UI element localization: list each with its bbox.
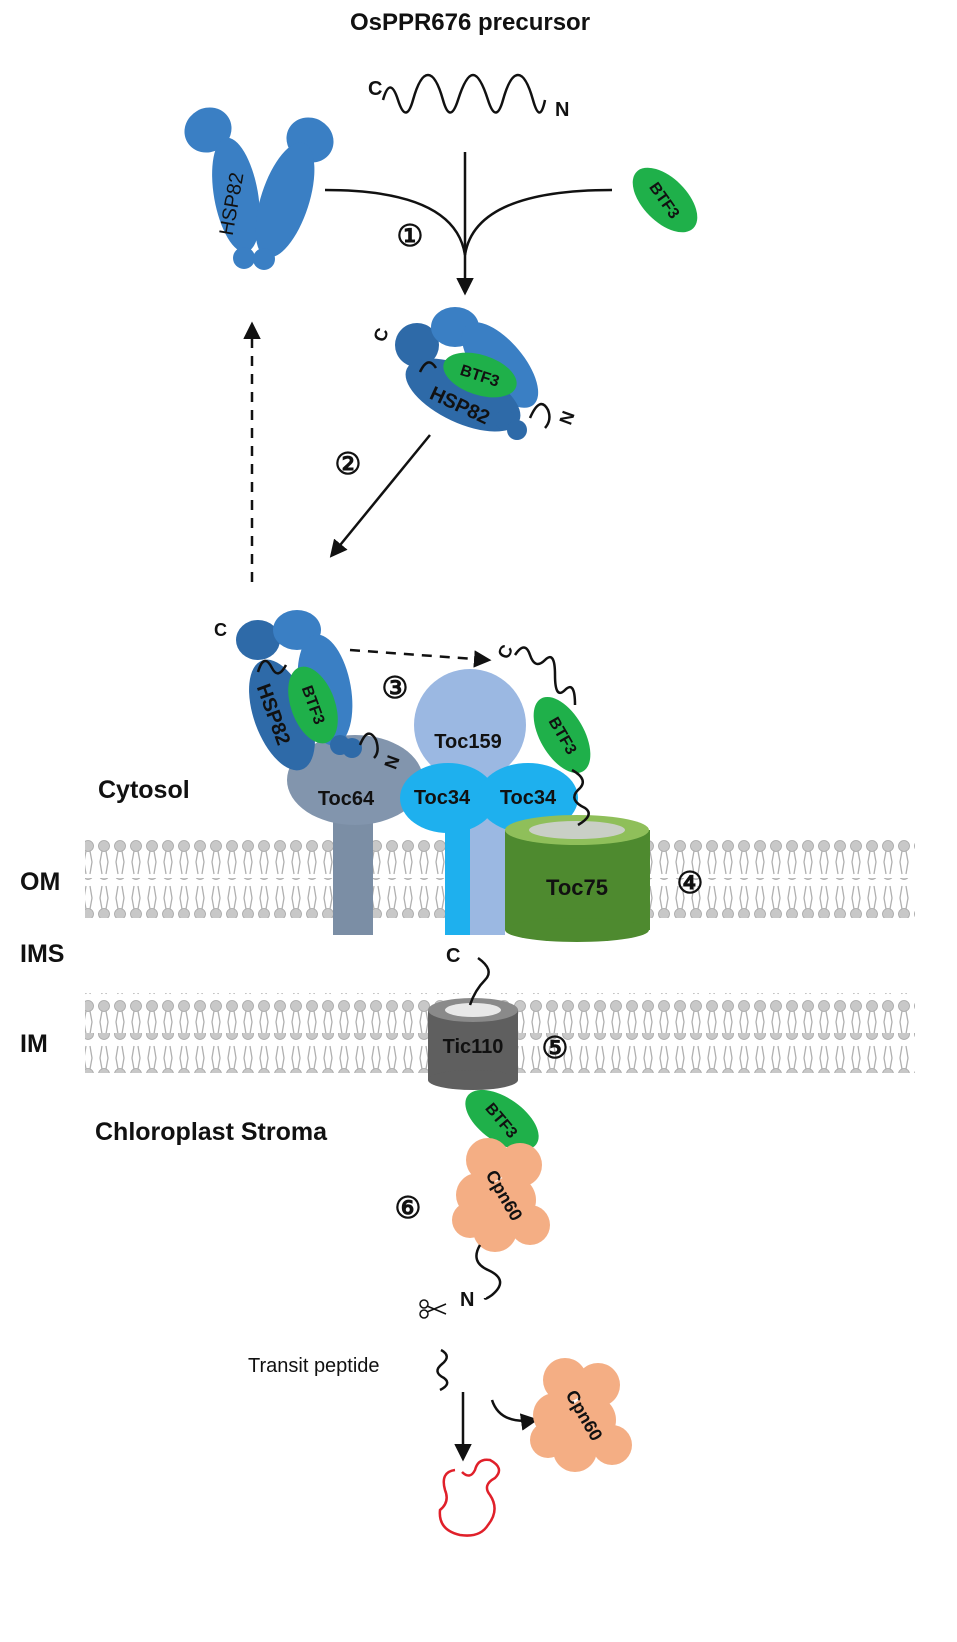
label-om: OM xyxy=(20,868,60,896)
docked-c-terminal: C xyxy=(214,620,227,640)
ims-chain xyxy=(468,956,490,1006)
btf3-free: BTF3 xyxy=(632,167,698,233)
complex-n-terminal: N xyxy=(555,408,578,427)
tic110-label: Tic110 xyxy=(443,1036,504,1058)
toc34-label-left: Toc34 xyxy=(414,787,471,809)
diagram-title: OsPPR676 precursor xyxy=(350,9,590,36)
docked-n-terminal: N xyxy=(380,753,403,772)
toc64: Toc64 xyxy=(287,735,423,935)
complex-c-terminal: C xyxy=(369,325,392,344)
label-cytosol: Cytosol xyxy=(98,776,190,804)
precursor-c-terminal: C xyxy=(368,78,382,100)
ims-c-terminal: C xyxy=(446,945,460,967)
step1-number: ① xyxy=(397,220,424,253)
precursor-n-terminal: N xyxy=(555,99,569,121)
step2-arrow xyxy=(329,434,431,558)
cpn60-free: Cpn60 xyxy=(530,1358,632,1472)
step2-number: ② xyxy=(335,448,362,481)
toc64-label: Toc64 xyxy=(318,788,375,810)
label-ims: IMS xyxy=(20,940,64,968)
stroma-chain xyxy=(475,1244,502,1300)
toc159-label: Toc159 xyxy=(434,731,501,753)
hsp82-btf3-complex: BTF3 HSP82 C N xyxy=(369,307,579,440)
toc75: Toc75 xyxy=(505,815,650,942)
hsp82-open-dimer: HSP82 xyxy=(184,107,334,270)
toc75-label: Toc75 xyxy=(546,875,608,900)
transit-peptide-squiggle xyxy=(436,1348,449,1392)
step6-number: ⑥ xyxy=(395,1192,422,1225)
step4-number: ④ xyxy=(677,867,704,900)
btf3-at-toc: C BTF3 xyxy=(493,642,591,827)
folded-mature-protein xyxy=(438,1458,501,1537)
toc-c-terminal: C xyxy=(493,642,517,662)
label-stroma: Chloroplast Stroma xyxy=(95,1118,328,1146)
release-arrow xyxy=(490,1399,539,1431)
step5-number: ⑤ xyxy=(542,1032,569,1065)
toc159-toc34-complex: Toc159 Toc34 Toc34 xyxy=(400,669,578,935)
stroma-n-terminal: N xyxy=(460,1289,474,1311)
scissors-icon xyxy=(419,1299,447,1319)
precursor-chain: C N xyxy=(368,73,569,121)
cpn60-bound: Cpn60 xyxy=(452,1138,550,1252)
step3-arrow xyxy=(349,648,492,668)
label-im: IM xyxy=(20,1030,48,1058)
step1-arrows xyxy=(324,152,613,296)
btf3-stroma: BTF3 xyxy=(465,1089,539,1151)
hsp82-btf3-complex-docked: BTF3 HSP82 C N xyxy=(214,610,404,772)
toc34-label-right: Toc34 xyxy=(500,787,557,809)
transit-peptide-label: Transit peptide xyxy=(248,1355,380,1377)
tic110: Tic110 xyxy=(428,998,518,1090)
step3-number: ③ xyxy=(382,672,409,705)
